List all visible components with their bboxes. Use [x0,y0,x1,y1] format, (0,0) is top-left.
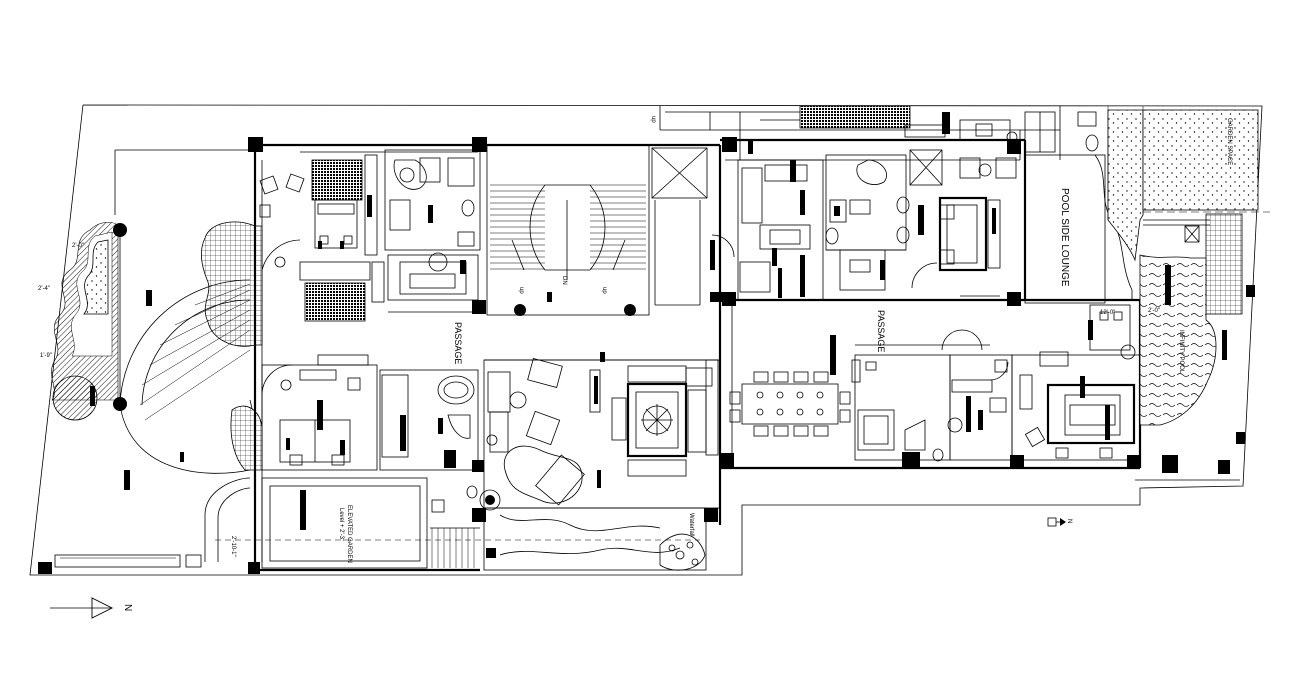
dining-chair [793,425,809,437]
bedroom-bottom-left [261,354,378,471]
label-pool-side-lounge: POOL SIDE LOUNGE [1059,188,1070,287]
dining-chair [773,425,789,437]
dining-chair [773,371,789,383]
living-room [479,352,721,511]
right-garden [1107,109,1270,481]
elevated-garden-area [54,477,700,569]
label-passage-right: PASSAGE [876,310,886,352]
label-up-top: up [650,116,656,123]
bathroom-d [851,354,951,468]
spiral-stair [119,221,263,474]
left-garden [51,149,250,490]
dining-chair [813,371,829,383]
label-stair-up-left: up [518,287,524,294]
dining-chair [753,425,769,437]
water-feature [483,507,707,571]
dimension-4: 2'-10-1" [230,536,236,557]
master-suite [896,157,1017,297]
label-elevated-garden-level: Level + 2'-3" [338,508,344,541]
bedroom-right [947,354,1013,461]
bathroom-b [379,369,479,513]
north-arrow-main: N [50,597,133,619]
central-staircase [486,144,650,316]
dimension-6: 12'-0" [1100,310,1115,316]
north-label-main: N [122,604,133,611]
top-strip [665,111,946,160]
site-boundary [29,104,1263,576]
dining-chair [839,409,851,423]
building-walls [253,105,1142,572]
bathroom-a [367,149,481,272]
label-waterfall: Waterfall [688,513,694,536]
label-garden-space: GARDEN SPACE [1226,118,1232,165]
dining-chair [793,371,809,383]
north-arrow-small: N [1047,517,1072,527]
lift [651,147,708,306]
labels: PASSAGE PASSAGE POOL SIDE LOUNGE ELEVATE… [38,116,1232,563]
bathroom-c [825,149,943,291]
dining-chair [729,391,741,405]
dimension-5: 2'-0" [1148,308,1160,314]
kitchen [710,159,824,302]
dimension-2: 1'-9" [40,353,52,359]
pool-side-lounge [959,111,1133,304]
dining-chair [753,371,769,383]
label-passage-left: PASSAGE [453,322,463,364]
north-label-small: N [1066,519,1072,523]
dining-chair [839,391,851,405]
dining-chair [729,409,741,423]
label-infinity-pool: INFINITY POOL [1178,330,1184,374]
label-elevated-garden: ELEVATED GARDEN [346,505,352,563]
dining-chair [813,425,829,437]
dining-room [729,329,990,437]
dress-room [387,254,479,313]
label-stair-up-right: up [601,287,607,294]
dimension-3: 2'-0" [72,243,84,249]
dimension-1: 2'-4" [38,286,50,292]
label-stair-dn: DN [561,276,567,285]
bedroom-top-left [259,154,385,322]
bedroom-bottom-right [1011,304,1141,461]
